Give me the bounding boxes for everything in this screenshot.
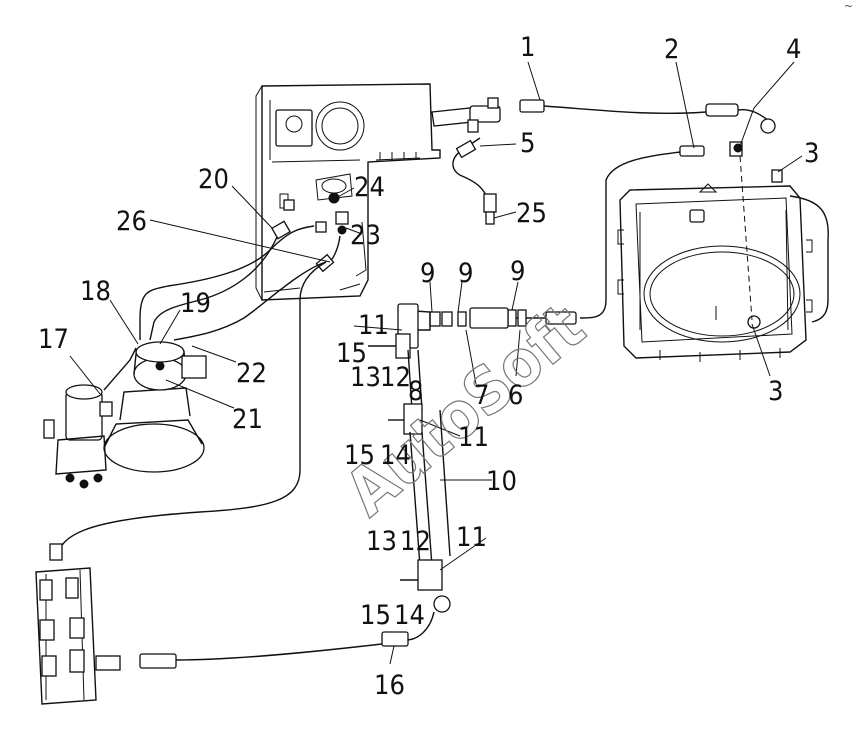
callout-17: 17 bbox=[38, 324, 69, 355]
callout-11b: 11 bbox=[458, 422, 489, 453]
hoses-upper-right bbox=[519, 99, 776, 321]
callout-14a: 14 bbox=[380, 440, 411, 471]
callout-10: 10 bbox=[486, 466, 517, 497]
callout-19: 19 bbox=[180, 288, 211, 319]
callout-13b: 13 bbox=[366, 526, 397, 557]
callout-20: 20 bbox=[198, 164, 229, 195]
callout-26: 26 bbox=[116, 206, 147, 237]
leader-lines bbox=[69, 61, 803, 665]
callout-9c: 9 bbox=[510, 256, 525, 287]
callout-15b: 15 bbox=[344, 440, 375, 471]
control-valve bbox=[35, 261, 327, 705]
pipe-assembly bbox=[139, 303, 577, 669]
callout-8: 8 bbox=[408, 376, 423, 407]
callout-11c: 11 bbox=[456, 522, 487, 553]
radiator bbox=[617, 169, 829, 362]
callout-11a: 11 bbox=[358, 310, 389, 341]
callout-1: 1 bbox=[520, 32, 535, 63]
callout-22: 22 bbox=[236, 358, 267, 389]
callout-16: 16 bbox=[374, 670, 405, 701]
callout-23: 23 bbox=[350, 220, 381, 251]
callout-7: 7 bbox=[474, 380, 489, 411]
tank-fittings bbox=[315, 97, 501, 273]
callout-2: 2 bbox=[664, 34, 679, 65]
callout-9b: 9 bbox=[458, 258, 473, 289]
callout-6: 6 bbox=[508, 380, 523, 411]
callout-4: 4 bbox=[786, 34, 801, 65]
callout-13a: 13 bbox=[350, 362, 381, 393]
corner-mark: ~ bbox=[844, 0, 853, 13]
pump-assembly bbox=[43, 199, 327, 489]
callout-9a: 9 bbox=[420, 258, 435, 289]
hydraulic-tank bbox=[255, 83, 441, 301]
callout-12a: 12 bbox=[380, 362, 411, 393]
callout-3a: 3 bbox=[804, 138, 819, 169]
callout-14b: 14 bbox=[394, 600, 425, 631]
callout-15a: 15 bbox=[336, 338, 367, 369]
callout-25: 25 bbox=[516, 198, 547, 229]
callout-18: 18 bbox=[80, 276, 111, 307]
callout-12b: 12 bbox=[400, 526, 431, 557]
callout-5: 5 bbox=[520, 128, 535, 159]
callout-3b: 3 bbox=[768, 376, 783, 407]
callout-24: 24 bbox=[354, 172, 385, 203]
callout-labels: 1 2 4 3 5 24 20 26 23 25 18 19 17 22 21 … bbox=[38, 32, 819, 701]
callout-21: 21 bbox=[232, 404, 263, 435]
callout-15c: 15 bbox=[360, 600, 391, 631]
